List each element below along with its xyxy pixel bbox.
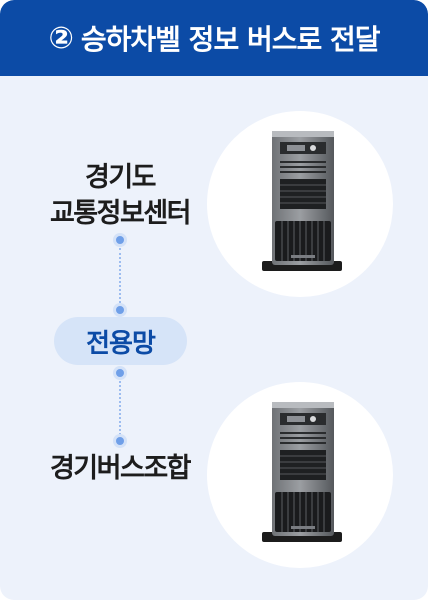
- header-banner: ② 승하차벨 정보 버스로 전달: [0, 0, 428, 76]
- connector-dot: [116, 236, 124, 244]
- connector-line: [119, 381, 121, 435]
- source-label: 경기도 교통정보센터: [20, 160, 220, 232]
- server-circle: [207, 111, 393, 297]
- header-title: 승하차벨 정보 버스로 전달: [80, 23, 381, 56]
- network-badge: 전용망: [54, 317, 187, 365]
- network-label: 전용망: [86, 328, 156, 359]
- step-number: ②: [48, 20, 73, 56]
- server-circle: [207, 382, 393, 568]
- server-icon: [262, 402, 342, 542]
- connector-dot: [116, 437, 124, 445]
- destination-label: 경기버스조합: [49, 453, 192, 484]
- connector-dot: [116, 369, 124, 377]
- server-icon: [262, 131, 342, 271]
- connector-dot: [116, 306, 124, 314]
- source-label-line1: 경기도: [84, 162, 157, 193]
- source-label-line2: 교통정보센터: [49, 198, 192, 229]
- connector-line: [119, 248, 121, 303]
